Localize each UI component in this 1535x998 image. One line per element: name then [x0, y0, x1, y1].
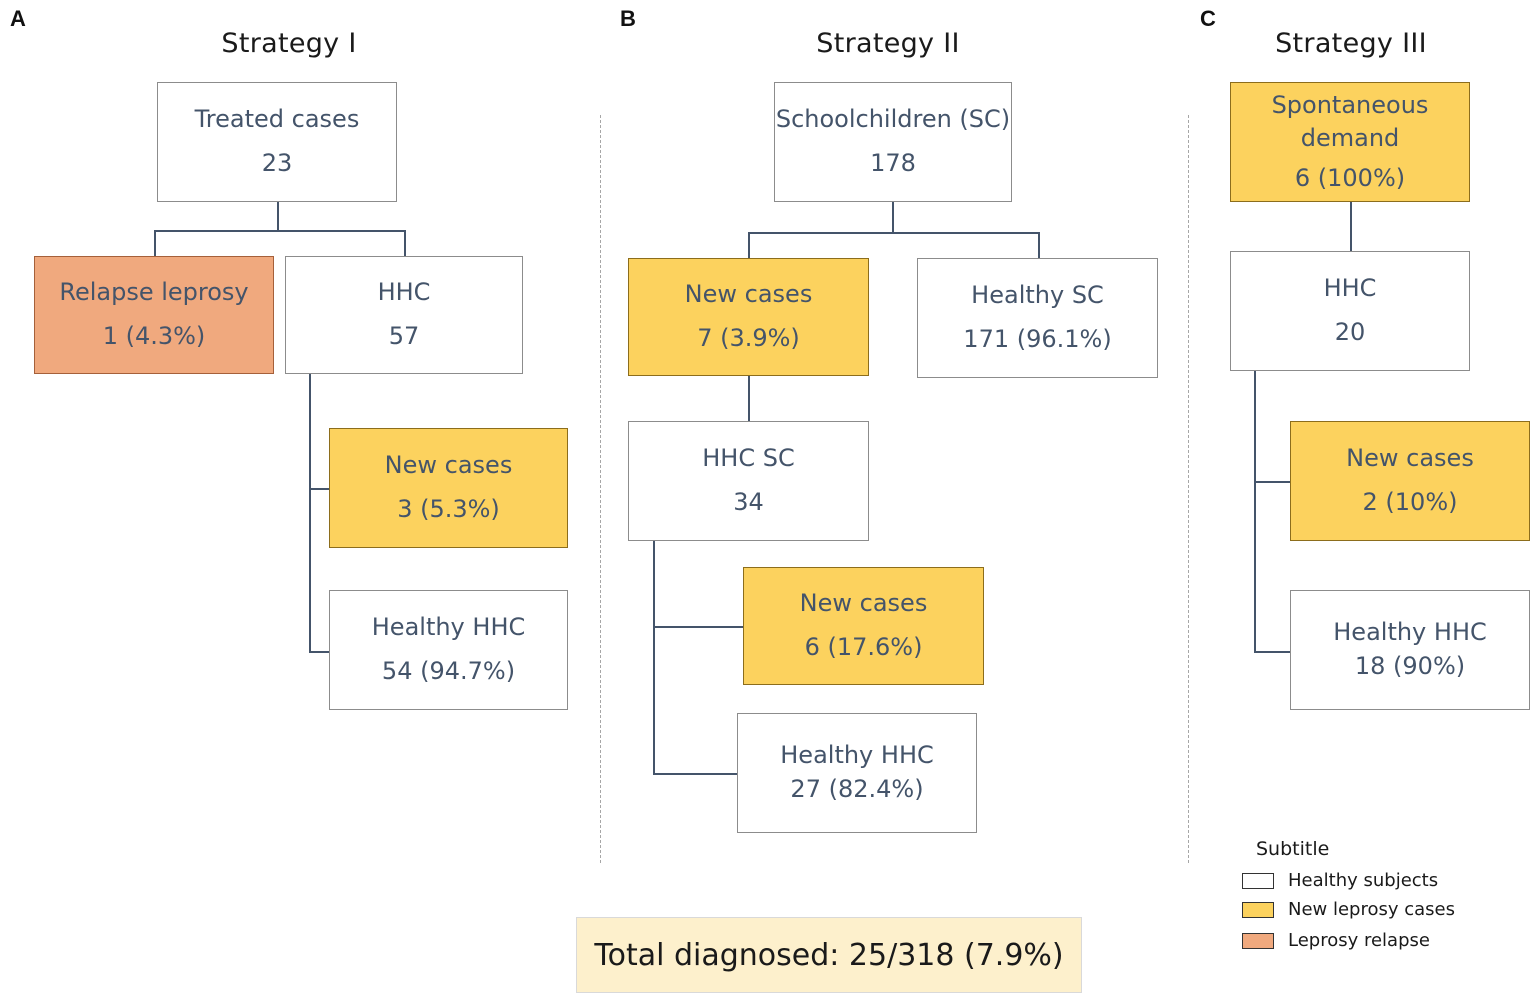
panel-a-letter: A: [10, 6, 26, 31]
connector: [309, 374, 311, 653]
node-value: 2 (10%): [1362, 488, 1458, 516]
panel-a-hhc-node: HHC 57: [285, 256, 523, 374]
node-label: New cases: [1346, 444, 1474, 473]
panel-b-healthy-sc-node: Healthy SC 171 (96.1%): [917, 258, 1158, 378]
connector: [309, 651, 330, 653]
panel-b-healthy-hhc-node: Healthy HHC 27 (82.4%): [737, 713, 977, 833]
panel-divider: [600, 115, 601, 863]
legend-title: Subtitle: [1256, 838, 1330, 860]
node-value: 18 (90%): [1354, 652, 1466, 680]
connector: [1350, 202, 1352, 251]
connector: [1254, 481, 1291, 483]
legend-label: New leprosy cases: [1288, 899, 1456, 920]
connector: [653, 541, 655, 775]
legend-swatch-healthy: [1242, 872, 1274, 889]
panel-a-title: Strategy I: [221, 28, 357, 59]
panel-b-title: Strategy II: [816, 28, 960, 59]
node-label: HHC: [377, 278, 431, 307]
legend-item-relapse: Leprosy relapse: [1242, 930, 1430, 951]
legend-swatch-new-cases: [1242, 901, 1274, 918]
node-label: Schoolchildren (SC): [775, 105, 1011, 134]
panel-c-healthy-hhc-node: Healthy HHC 18 (90%): [1290, 590, 1530, 710]
node-value: 6 (17.6%): [804, 633, 923, 661]
panel-a-healthy-hhc-node: Healthy HHC 54 (94.7%): [329, 590, 568, 710]
total-diagnosed-text: Total diagnosed: 25/318 (7.9%): [594, 937, 1064, 973]
connector: [748, 232, 750, 258]
node-value: 27 (82.4%): [790, 775, 924, 803]
node-label: Treated cases: [194, 105, 360, 134]
connector: [892, 202, 894, 233]
node-value: 20: [1334, 318, 1366, 346]
panel-b-new-cases-node: New cases 7 (3.9%): [628, 258, 869, 376]
panel-c-spontaneous-demand-node: Spontaneous demand 6 (100%): [1230, 82, 1470, 202]
legend-label: Healthy subjects: [1288, 870, 1439, 891]
node-label: Healthy SC: [971, 281, 1104, 310]
node-label: HHC SC: [702, 444, 795, 473]
node-value: 6 (100%): [1294, 163, 1406, 192]
panel-a-new-cases-node: New cases 3 (5.3%): [329, 428, 568, 548]
connector: [1254, 371, 1256, 653]
node-label: Healthy HHC: [1333, 618, 1487, 647]
node-value: 171 (96.1%): [963, 325, 1112, 353]
panel-divider: [1188, 115, 1189, 863]
node-label: Relapse leprosy: [59, 278, 249, 307]
node-value: 3 (5.3%): [397, 495, 500, 523]
panel-a-treated-cases-node: Treated cases 23: [157, 82, 397, 202]
node-label: Healthy HHC: [780, 741, 934, 770]
node-value: 1 (4.3%): [102, 322, 206, 350]
connector: [1254, 651, 1291, 653]
connector: [277, 202, 279, 231]
node-value: 57: [388, 322, 420, 350]
connector: [309, 488, 330, 490]
connector: [748, 376, 750, 422]
legend-item-new-cases: New leprosy cases: [1242, 899, 1455, 920]
connector: [653, 773, 738, 775]
node-value: 7 (3.9%): [697, 324, 800, 352]
connector: [404, 230, 406, 256]
total-diagnosed-box: Total diagnosed: 25/318 (7.9%): [576, 917, 1082, 993]
legend-label: Leprosy relapse: [1288, 930, 1430, 951]
node-label: New cases: [799, 589, 928, 618]
panel-a-relapse-node: Relapse leprosy 1 (4.3%): [34, 256, 274, 374]
panel-c-hhc-node: HHC 20: [1230, 251, 1470, 371]
connector: [1038, 232, 1040, 258]
node-label: HHC: [1323, 274, 1377, 303]
panel-b-hhc-sc-node: HHC SC 34: [628, 421, 869, 541]
connector: [154, 230, 406, 232]
node-label: New cases: [684, 280, 813, 309]
connector: [748, 232, 1040, 234]
node-label: Spontaneous demand: [1271, 90, 1429, 153]
node-value: 23: [261, 149, 293, 177]
connector: [154, 230, 156, 256]
legend-item-healthy: Healthy subjects: [1242, 870, 1438, 891]
legend-swatch-relapse: [1242, 932, 1274, 949]
panel-b-new-cases-hhc-node: New cases 6 (17.6%): [743, 567, 984, 685]
panel-b-schoolchildren-node: Schoolchildren (SC) 178: [774, 82, 1012, 202]
node-value: 54 (94.7%): [381, 657, 516, 685]
panel-c-new-cases-node: New cases 2 (10%): [1290, 421, 1530, 541]
connector: [653, 626, 744, 628]
panel-c-title: Strategy III: [1275, 28, 1427, 59]
panel-c-letter: C: [1200, 6, 1216, 31]
node-value: 34: [733, 488, 764, 516]
panel-b-letter: B: [620, 6, 636, 31]
node-value: 178: [870, 149, 916, 177]
node-label: New cases: [384, 451, 513, 480]
node-label: Healthy HHC: [371, 613, 526, 642]
